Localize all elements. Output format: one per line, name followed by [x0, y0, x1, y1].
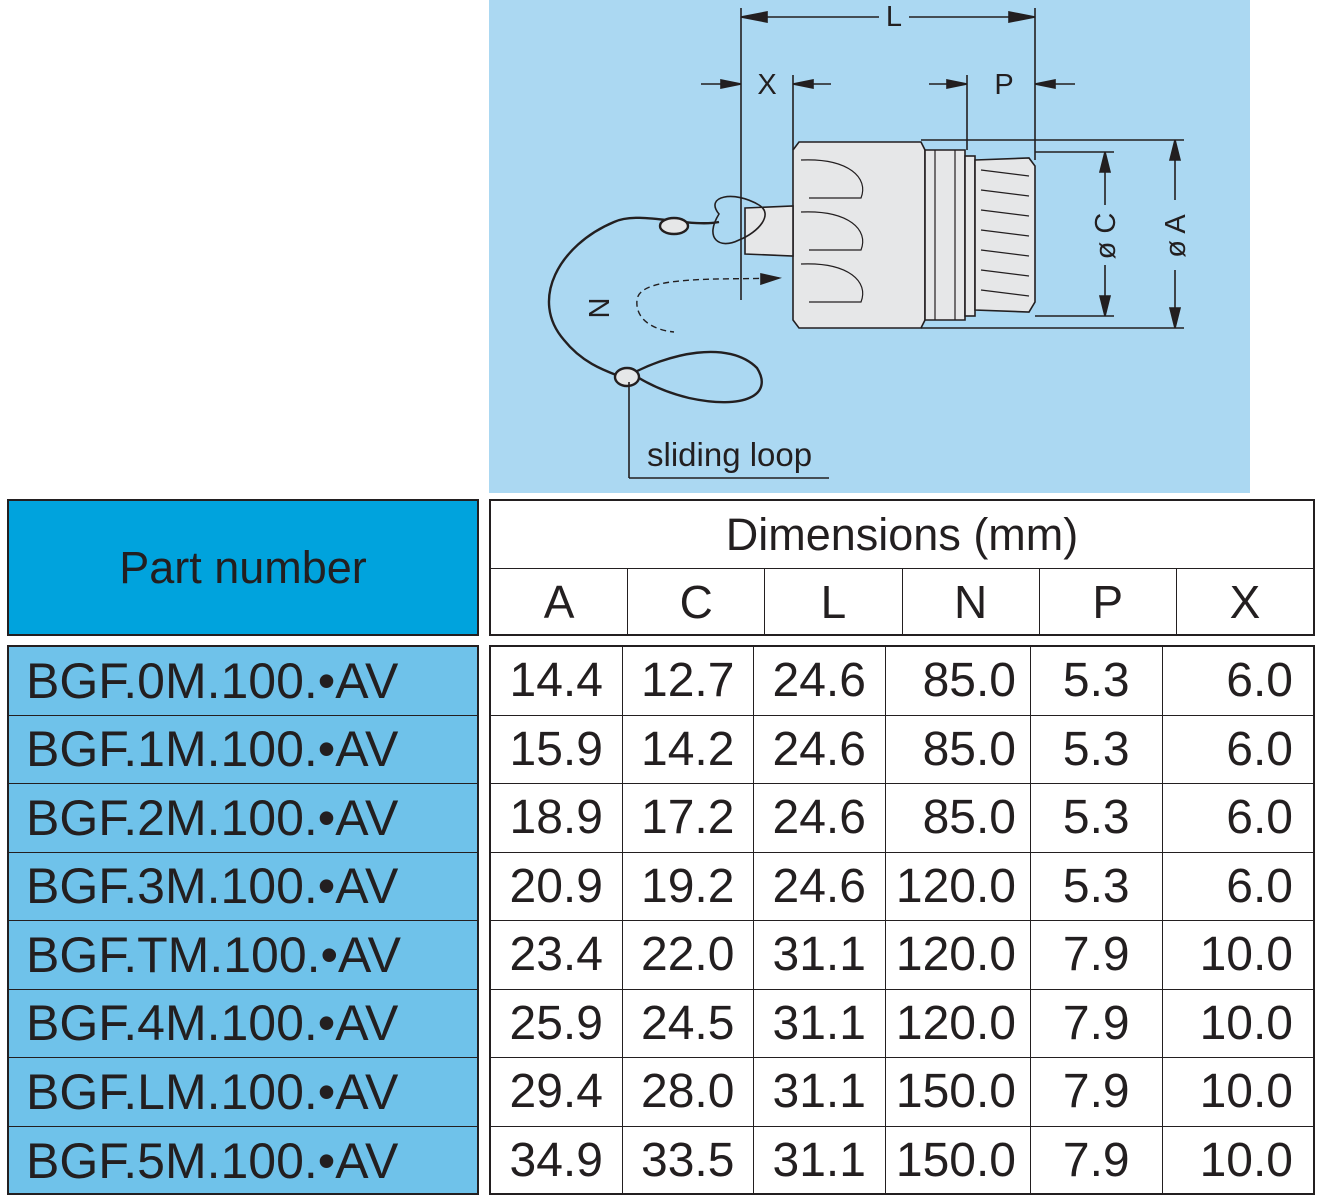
column-header-L: L	[765, 569, 903, 634]
part-number-cell: BGF.2M.100.•AV	[9, 784, 477, 853]
cell-C: 17.2	[623, 784, 754, 852]
cell-C: 14.2	[623, 715, 754, 783]
sliding-loop-label: sliding loop	[647, 436, 812, 473]
dimensions-table-body: 14.4 12.7 24.6 85.0 5.3 6.0 15.9 14.2 24…	[489, 645, 1315, 1195]
dim-label-C: ø C	[1090, 213, 1122, 260]
cap-drawing-svg: L X P ø C ø A N sliding loop	[547, 1, 1192, 479]
cell-L: 24.6	[754, 784, 886, 852]
cell-N: 150.0	[886, 1058, 1031, 1126]
cell-P: 7.9	[1031, 1058, 1163, 1126]
cell-L: 24.6	[754, 715, 886, 783]
table-row: 23.4 22.0 31.1 120.0 7.9 10.0	[491, 921, 1313, 990]
column-header-X: X	[1229, 575, 1261, 628]
technical-drawing: L X P ø C ø A N sliding loop	[489, 0, 1250, 493]
column-header-P: P	[1040, 569, 1177, 634]
dim-label-X: X	[757, 69, 776, 101]
cell-X: 6.0	[1226, 722, 1293, 776]
cell-L: 31.1	[754, 1126, 886, 1195]
table-row: 25.9 24.5 31.1 120.0 7.9 10.0	[491, 989, 1313, 1058]
cell-A: 29.4	[491, 1058, 623, 1126]
cell-A: 20.9	[491, 852, 623, 920]
part-number-header: Part number	[7, 499, 479, 636]
part-number-cell: BGF.0M.100.•AV	[9, 647, 477, 716]
cell-P: 7.9	[1031, 1126, 1163, 1195]
cell-X: 10.0	[1199, 1065, 1293, 1119]
cell-C: 12.7	[623, 647, 754, 715]
cell-A: 34.9	[491, 1126, 623, 1195]
cell-L: 31.1	[754, 921, 886, 989]
table-row: 20.9 19.2 24.6 120.0 5.3 6.0	[491, 852, 1313, 921]
cell-N: 85.0	[886, 784, 1031, 852]
cell-X: 6.0	[1226, 791, 1293, 845]
cell-P: 5.3	[1031, 784, 1163, 852]
cell-N: 85.0	[886, 715, 1031, 783]
dim-label-L: L	[886, 1, 902, 33]
cell-P: 7.9	[1031, 921, 1163, 989]
cell-L: 31.1	[754, 989, 886, 1057]
cell-N: 120.0	[886, 921, 1031, 989]
part-number-cell: BGF.5M.100.•AV	[26, 1132, 399, 1189]
table-row: 18.9 17.2 24.6 85.0 5.3 6.0	[491, 784, 1313, 853]
cell-C: 28.0	[623, 1058, 754, 1126]
cell-A: 14.4	[491, 647, 623, 715]
part-number-header-label: Part number	[119, 541, 367, 593]
cell-N: 120.0	[886, 989, 1031, 1057]
cell-X: 6.0	[1226, 654, 1293, 708]
cell-C: 33.5	[623, 1126, 754, 1195]
part-number-cell: BGF.3M.100.•AV	[9, 853, 477, 921]
cell-P: 7.9	[1031, 989, 1163, 1057]
part-number-cell: BGF.4M.100.•AV	[9, 990, 477, 1058]
dim-label-A: ø A	[1160, 214, 1192, 258]
cell-X: 6.0	[1226, 859, 1293, 913]
dimensions-title: Dimensions (mm)	[491, 501, 1313, 569]
cell-L: 31.1	[754, 1058, 886, 1126]
part-number-cell: BGF.LM.100.•AV	[9, 1058, 477, 1127]
cell-A: 15.9	[491, 715, 623, 783]
cell-A: 23.4	[491, 921, 623, 989]
dim-label-P: P	[994, 69, 1013, 101]
table-row: 15.9 14.2 24.6 85.0 5.3 6.0	[491, 715, 1313, 784]
cell-A: 25.9	[491, 989, 623, 1057]
cell-N: 120.0	[886, 852, 1031, 920]
cell-C: 19.2	[623, 852, 754, 920]
cell-P: 5.3	[1031, 715, 1163, 783]
cap-body-shape	[792, 141, 1036, 329]
table-row: 34.9 33.5 31.1 150.0 7.9 10.0	[491, 1126, 1313, 1195]
table-row: 14.4 12.7 24.6 85.0 5.3 6.0	[491, 647, 1313, 716]
part-number-cell: BGF.1M.100.•AV	[9, 716, 477, 784]
cell-X: 10.0	[1199, 996, 1293, 1050]
cell-X: 10.0	[1199, 928, 1293, 982]
cell-C: 24.5	[623, 989, 754, 1057]
cell-A: 18.9	[491, 784, 623, 852]
part-number-cell: BGF.TM.100.•AV	[9, 921, 477, 990]
cell-C: 22.0	[623, 921, 754, 989]
dim-label-N: N	[584, 298, 616, 319]
column-header-A: A	[491, 569, 629, 634]
lanyard-cord	[547, 216, 763, 404]
cell-L: 24.6	[754, 852, 886, 920]
cell-X: 10.0	[1199, 1134, 1293, 1188]
cell-N: 150.0	[886, 1126, 1031, 1195]
dimensions-header: Dimensions (mm) A C L N P X	[489, 499, 1315, 636]
column-header-C: C	[628, 569, 766, 634]
cell-L: 24.6	[754, 647, 886, 715]
table-row: 29.4 28.0 31.1 150.0 7.9 10.0	[491, 1058, 1313, 1127]
cell-N: 85.0	[886, 647, 1031, 715]
dimension-column-headers: A C L N P X	[491, 569, 1313, 634]
cell-P: 5.3	[1031, 647, 1163, 715]
part-number-column: BGF.0M.100.•AV BGF.1M.100.•AV BGF.2M.100…	[7, 645, 479, 1195]
cell-P: 5.3	[1031, 852, 1163, 920]
column-header-N: N	[903, 569, 1040, 634]
